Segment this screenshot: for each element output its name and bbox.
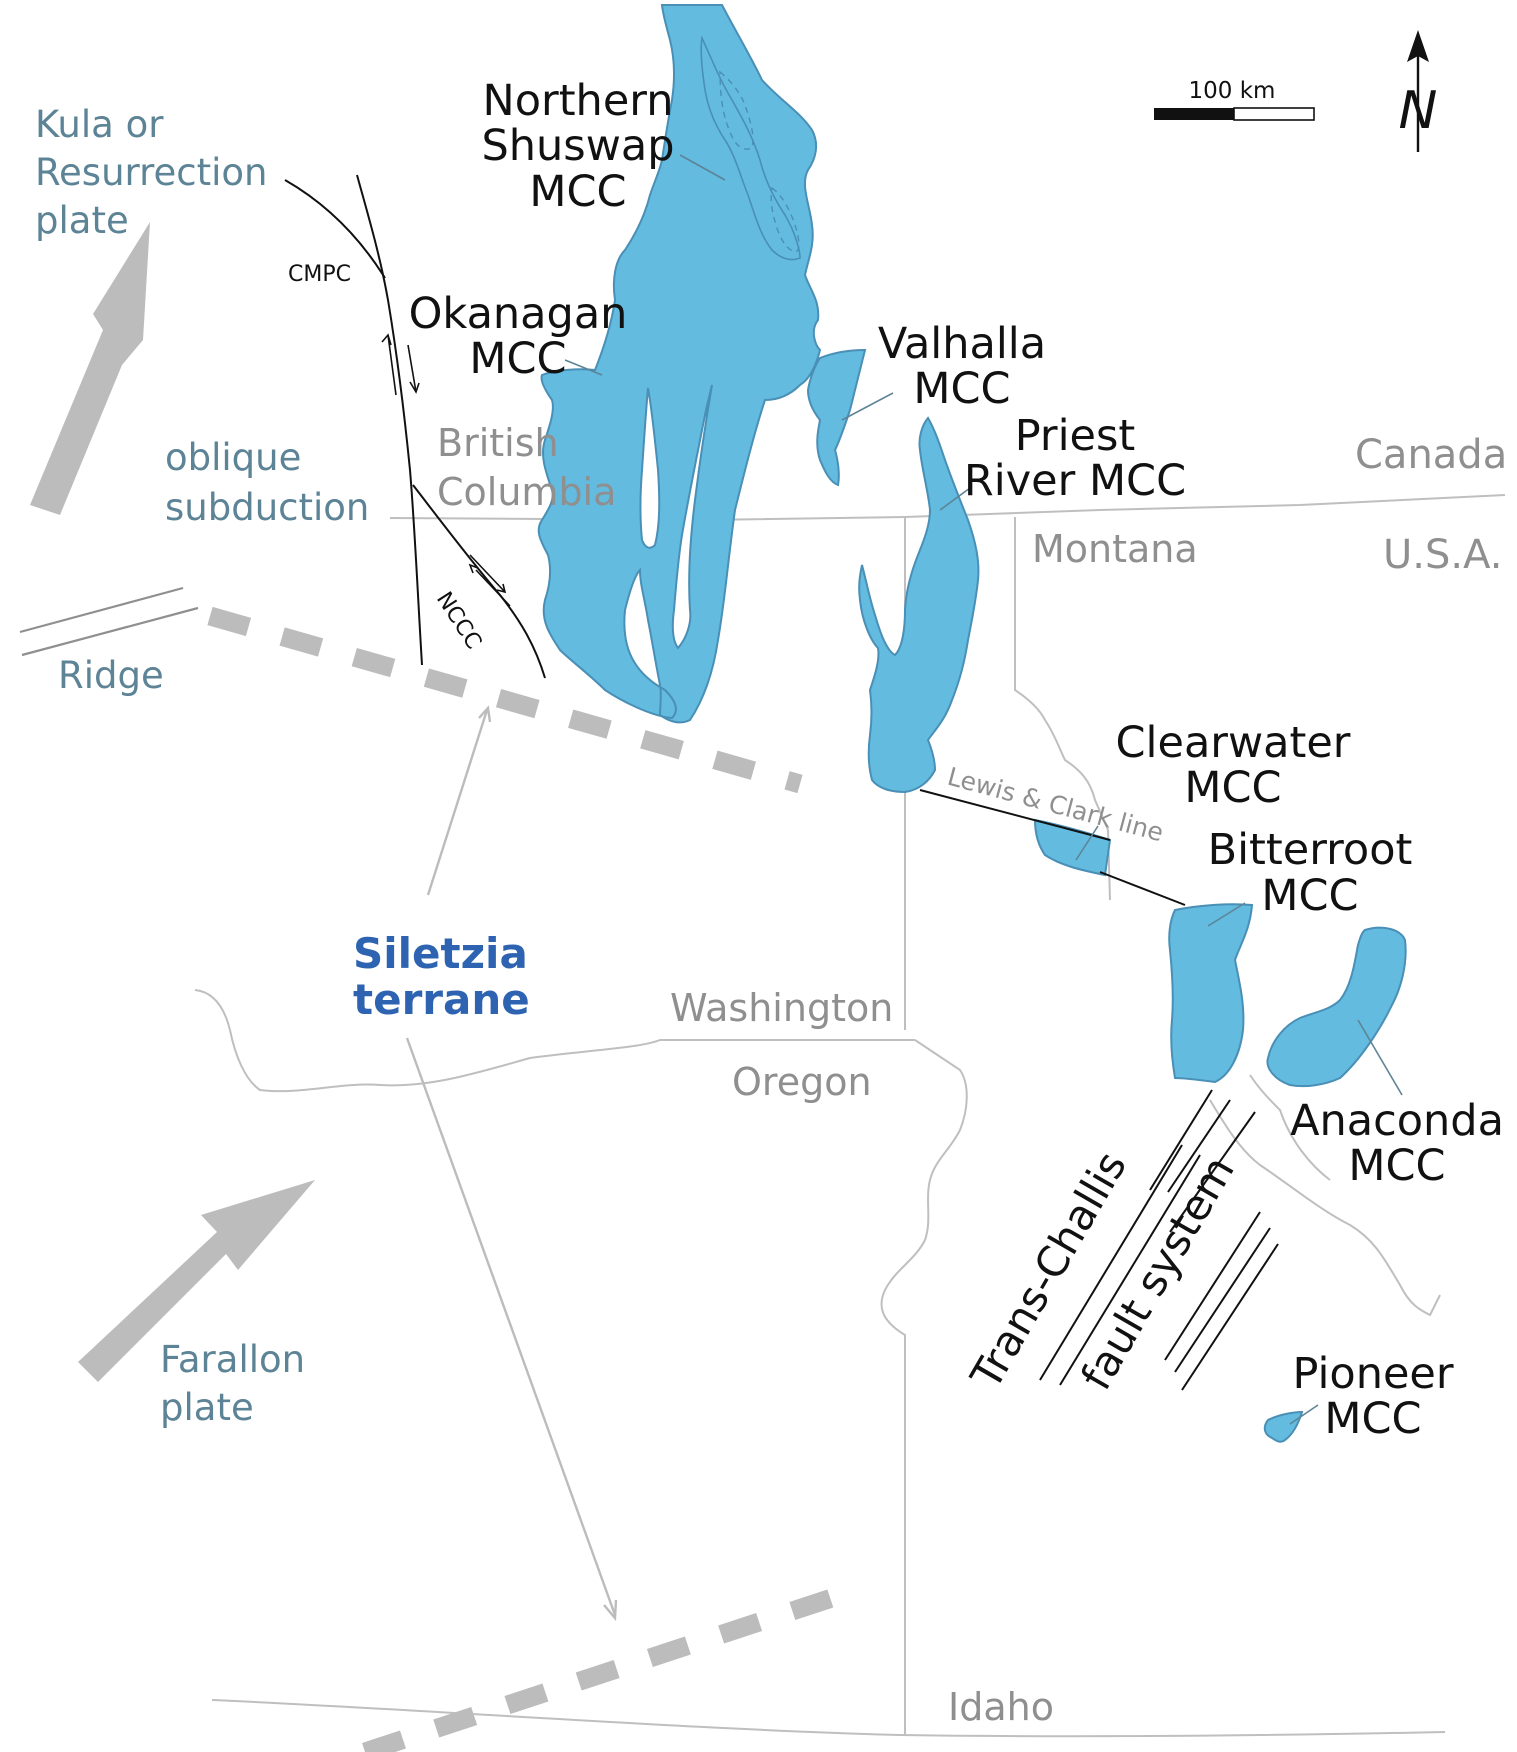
label-washington: Washington <box>670 986 893 1030</box>
label-british-columbia-1: British <box>437 421 559 465</box>
north-arrow-icon: N <box>1399 30 1438 152</box>
label-siletzia-1: Siletzia <box>353 929 528 978</box>
anaconda-body <box>1266 926 1407 1088</box>
label-pioneer-1: Pioneer <box>1292 1349 1453 1399</box>
snake-river-border <box>880 1039 968 1735</box>
label-oregon: Oregon <box>732 1060 872 1104</box>
montana-river-border <box>1209 1099 1441 1317</box>
label-siletzia-2: terrane <box>353 975 530 1024</box>
idaho-montana-border <box>1014 517 1111 901</box>
label-subduction-1: oblique <box>165 436 301 479</box>
leader-priest-river <box>939 487 971 511</box>
region-labels: British Columbia Canada U.S.A. Montana W… <box>437 421 1507 1729</box>
leader-lines <box>564 154 1403 1425</box>
pioneer-body <box>1263 1410 1304 1443</box>
montana-river-branch <box>1249 1074 1331 1181</box>
label-clearwater-2: MCC <box>1184 763 1281 813</box>
label-anaconda-1: Anaconda <box>1290 1096 1504 1146</box>
cmpc-fault-curve <box>284 179 386 279</box>
label-farallon-2: plate <box>160 1386 254 1429</box>
scale-bar-label: 100 km <box>1189 78 1276 104</box>
plate-labels: Kula or Resurrection plate oblique subdu… <box>35 103 369 1429</box>
label-valhalla-2: MCC <box>913 364 1010 414</box>
scale-bar-white <box>1233 107 1315 121</box>
shuswap-dome-outline <box>700 35 801 261</box>
label-northern-shuswap-2: Shuswap <box>481 121 674 171</box>
label-northern-shuswap-1: Northern <box>483 76 674 126</box>
leader-okanagan <box>564 359 603 376</box>
northern-shuswap-okanagan-body <box>537 4 822 724</box>
kula-plate-arrow <box>30 222 150 515</box>
label-british-columbia-2: Columbia <box>437 470 616 514</box>
label-bitterroot-2: MCC <box>1261 871 1358 921</box>
priest-river-body <box>858 416 980 794</box>
trench-dashed-upper <box>207 606 803 794</box>
label-kula-2: Resurrection <box>35 151 267 194</box>
north-arrow-label: N <box>1399 81 1438 141</box>
label-anaconda-2: MCC <box>1348 1141 1445 1191</box>
farallon-plate-arrow <box>78 1180 315 1382</box>
trench-dashed-lower <box>362 1582 853 1752</box>
clearwater-body <box>1033 818 1112 877</box>
label-nccc: NCCC <box>431 588 486 654</box>
label-idaho: Idaho <box>948 1685 1054 1729</box>
label-bitterroot-1: Bitterroot <box>1208 825 1413 875</box>
cmpc-fault-main <box>356 174 423 666</box>
label-cmpc: CMPC <box>288 262 351 287</box>
label-northern-shuswap-3: MCC <box>529 167 626 217</box>
strike-slip-arrows-nccc <box>468 554 511 607</box>
leader-pioneer <box>1289 1404 1319 1425</box>
label-valhalla-1: Valhalla <box>878 319 1046 369</box>
label-priest-river-2: River MCC <box>964 456 1186 506</box>
label-usa: U.S.A. <box>1383 532 1502 578</box>
label-kula-3: plate <box>35 199 129 242</box>
ridge-lines <box>19 586 199 657</box>
label-okanagan-2: MCC <box>469 334 566 384</box>
lewis-clark-line <box>919 789 1186 906</box>
okanagan-inner-valley-2 <box>639 387 661 549</box>
label-canada: Canada <box>1355 432 1507 478</box>
leader-valhalla <box>841 392 894 421</box>
siletzia-arrows <box>405 705 618 1622</box>
faults <box>284 174 1279 1391</box>
label-pioneer-2: MCC <box>1324 1394 1421 1444</box>
scale-bar: 100 km <box>1154 78 1315 121</box>
label-okanagan-1: Okanagan <box>409 289 628 339</box>
scale-bar-black <box>1154 108 1234 120</box>
leader-bitterroot <box>1207 902 1246 927</box>
plate-features <box>19 222 853 1752</box>
leader-clearwater <box>1075 825 1099 861</box>
terrane-labels: Siletzia terrane <box>353 929 530 1024</box>
mcc-bodies <box>537 4 1407 1443</box>
label-montana: Montana <box>1032 527 1198 571</box>
valhalla-body <box>806 348 867 487</box>
label-ridge: Ridge <box>58 654 164 697</box>
leader-anaconda <box>1357 1019 1403 1096</box>
leader-shuswap <box>679 154 726 181</box>
bitterroot-body <box>1168 903 1254 1084</box>
label-farallon-1: Farallon <box>160 1338 305 1381</box>
label-clearwater-1: Clearwater <box>1116 718 1351 768</box>
label-priest-river-1: Priest <box>1015 411 1136 461</box>
trans-challis-fault-lines <box>1039 1089 1279 1391</box>
label-subduction-2: subduction <box>165 486 369 529</box>
oregon-idaho-south-border <box>211 1699 1446 1738</box>
strike-slip-arrows-upper <box>381 333 420 396</box>
washington-oregon-border <box>194 989 915 1093</box>
label-kula-1: Kula or <box>35 103 164 146</box>
mcc-labels: Northern Shuswap MCC Okanagan MCC Valhal… <box>409 76 1504 1444</box>
okanagan-inner-valley <box>671 384 713 650</box>
